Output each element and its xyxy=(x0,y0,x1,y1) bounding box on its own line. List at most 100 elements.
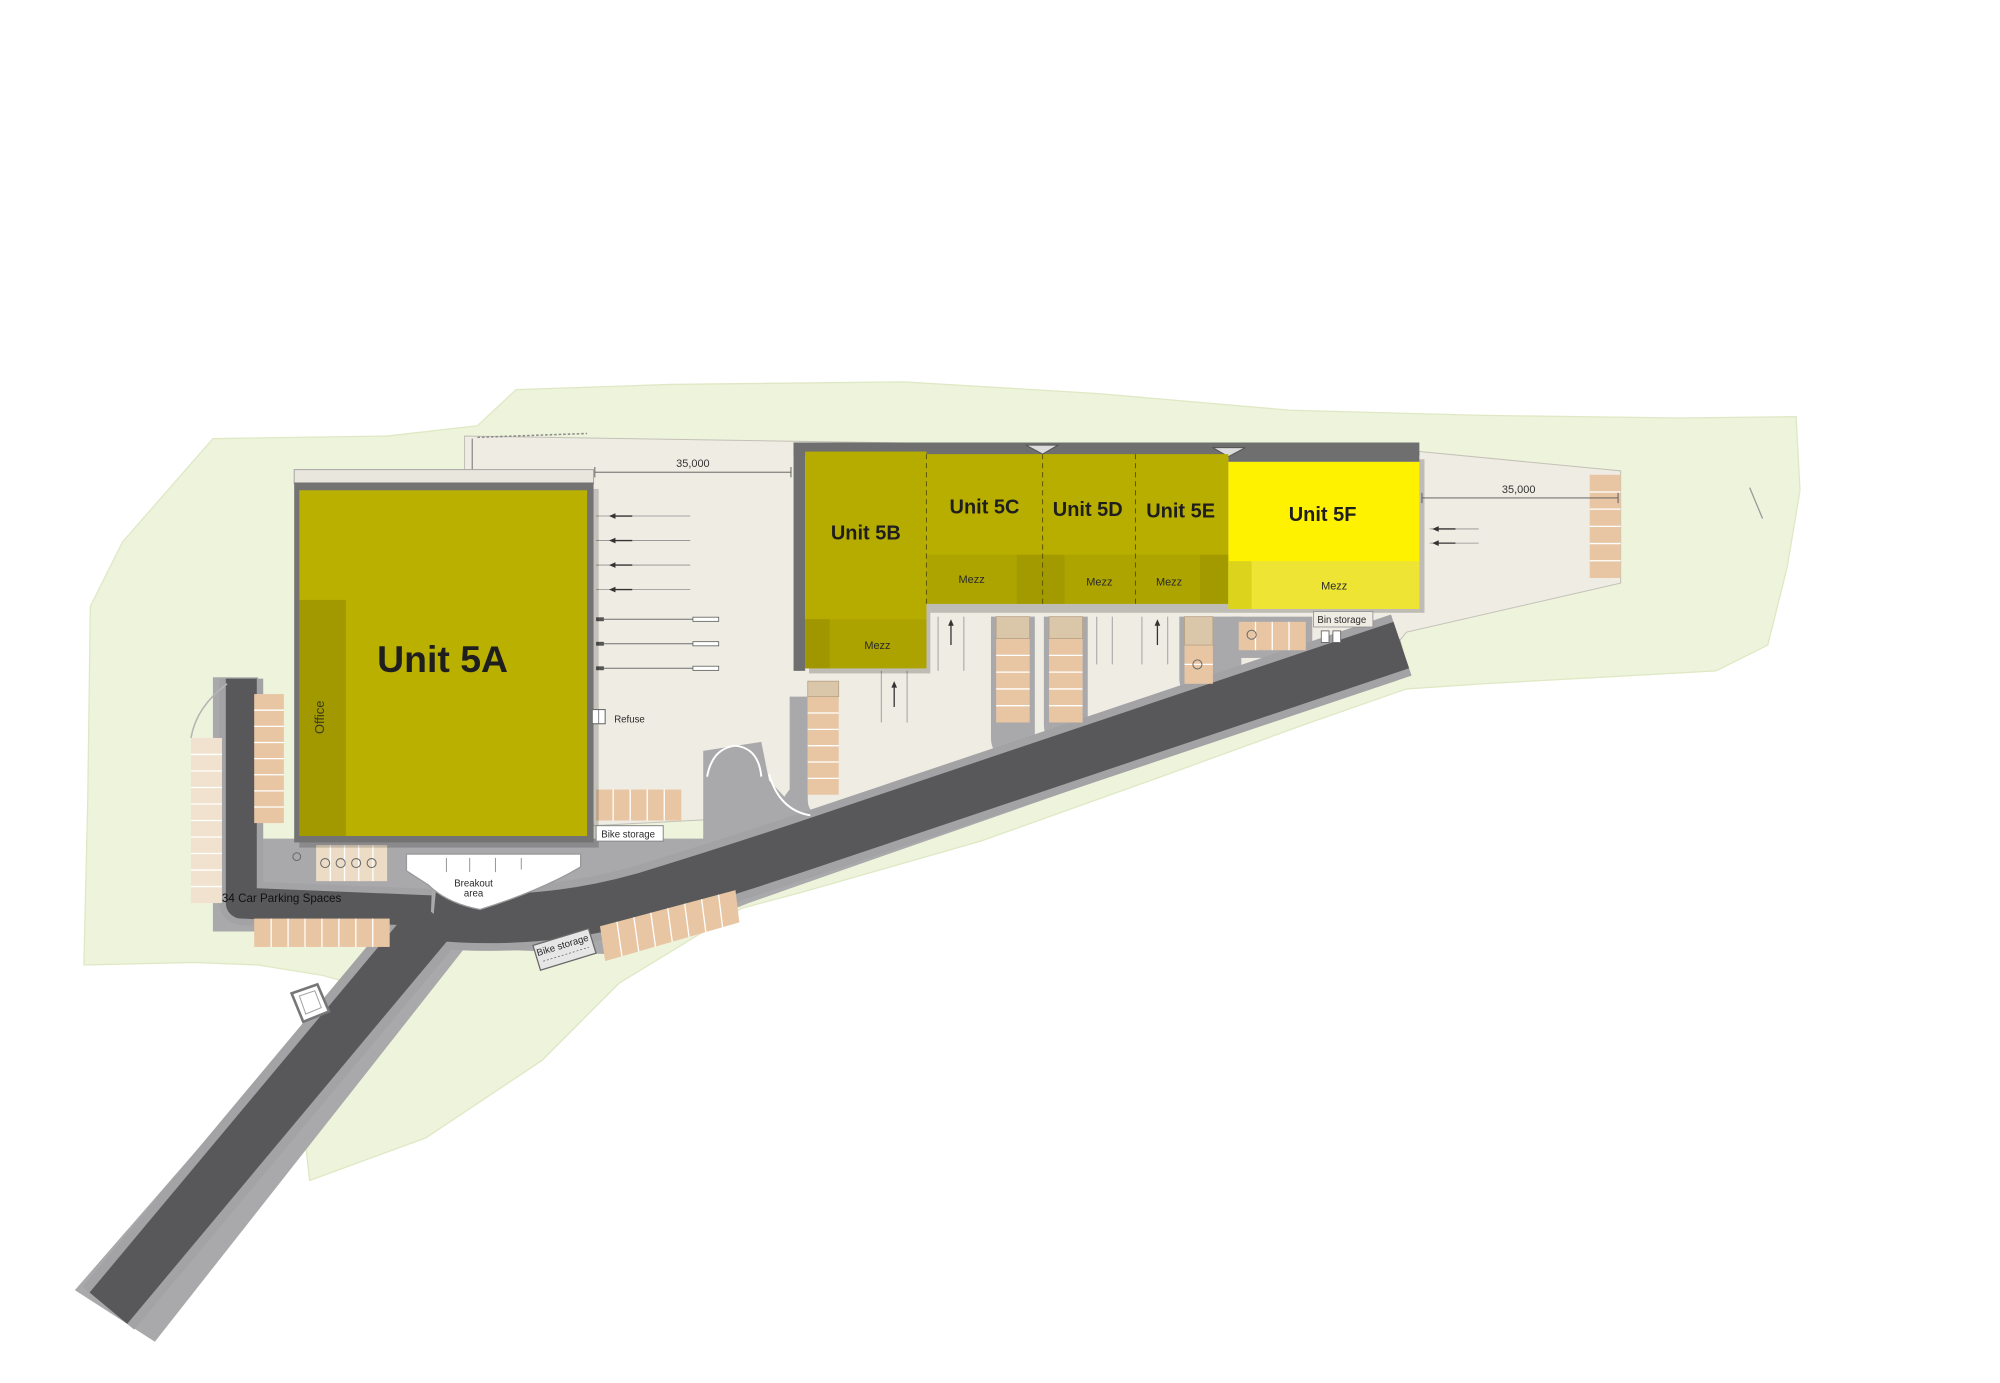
unit-5d-mezz-label: Mezz xyxy=(1086,577,1112,589)
parking-bay-line xyxy=(650,912,657,947)
direction-arrow-head xyxy=(1432,540,1439,546)
unit-5f-frame-top xyxy=(1228,451,1420,462)
bin-storage-label: Bin storage xyxy=(1317,615,1366,626)
estate-road xyxy=(431,621,1410,944)
loading-bay-stop xyxy=(596,666,604,671)
parking-bay-line xyxy=(633,917,640,952)
accessible-bay-icon xyxy=(292,852,302,862)
unit-5d-office xyxy=(1042,554,1065,604)
unit-5b-office xyxy=(805,619,830,669)
direction-arrow-head xyxy=(609,562,616,568)
unit-5f-mezz-label: Mezz xyxy=(1321,581,1347,593)
unit-5b-gate xyxy=(768,773,811,817)
direction-arrow-head xyxy=(948,619,954,626)
direction-arrow-head xyxy=(891,681,898,688)
unit-5d-label: Unit 5D xyxy=(1053,499,1123,521)
ev-charging-icon xyxy=(351,858,362,869)
parking-bay-line xyxy=(684,903,690,938)
direction-arrow-head xyxy=(609,537,616,544)
ev-charging-icon xyxy=(1246,629,1257,640)
unit-5a-office-label: Office xyxy=(312,701,327,734)
unit-5a[interactable]: Unit 5A Office xyxy=(299,490,588,836)
breakout-label-line1: Breakout xyxy=(454,878,493,889)
unit-5c-mezz-label: Mezz xyxy=(959,574,985,586)
units-frame-side xyxy=(793,442,806,671)
loading-bay-stop xyxy=(596,641,604,646)
parking-bay-line xyxy=(616,921,623,957)
unit-5a-office xyxy=(299,599,346,836)
bike-storage-yard xyxy=(595,825,664,842)
unit-5e-label: Unit 5E xyxy=(1146,500,1215,522)
hatched-strip xyxy=(807,680,840,698)
unit-5b[interactable]: Unit 5B Mezz xyxy=(805,451,927,669)
unit-5e[interactable]: Unit 5E Mezz xyxy=(1135,454,1229,604)
unit-5d[interactable]: Unit 5D Mezz xyxy=(1042,454,1136,604)
unit-5c-label: Unit 5C xyxy=(950,496,1020,518)
breakout-area xyxy=(405,853,582,911)
unit-5e-office xyxy=(1200,554,1229,604)
parking-bays xyxy=(190,474,1621,962)
unit-dividers xyxy=(925,454,1136,607)
entrance-marker xyxy=(1210,447,1246,458)
bin-icon xyxy=(1320,630,1330,643)
unit-5a-floor[interactable] xyxy=(299,490,588,836)
parking-bay-line xyxy=(667,908,673,942)
bike-storage-road: Bike storage xyxy=(532,927,597,971)
loading-bay-buffer xyxy=(692,665,720,671)
loading-bay-buffer xyxy=(692,616,720,622)
parking-bay-row xyxy=(996,638,1030,723)
bike-rack xyxy=(543,946,589,962)
unit-5f-label: Unit 5F xyxy=(1289,504,1357,526)
yard-gate xyxy=(706,744,763,777)
hatched-strip xyxy=(995,616,1031,639)
unit-5c-office xyxy=(1016,554,1043,604)
ev-charging-icon xyxy=(366,858,377,869)
breakout-label-line2: area xyxy=(464,889,484,900)
unit-5e-mezz-label: Mezz xyxy=(1156,577,1182,589)
unit-5a-canopy xyxy=(293,469,595,485)
loading-bay-stop xyxy=(596,617,604,622)
hatched-strip xyxy=(1048,616,1083,639)
boundary-fence xyxy=(477,432,588,439)
parking-spaces-label: 34 Car Parking Spaces xyxy=(222,892,342,905)
ev-charging-icon xyxy=(320,858,331,869)
hatched-strip xyxy=(1184,616,1214,646)
bin-icon xyxy=(1332,630,1342,643)
direction-arrow-head xyxy=(609,513,616,519)
parking-bay-line xyxy=(700,899,707,933)
north-tick xyxy=(1749,487,1764,519)
access-road xyxy=(89,900,455,1324)
parking-bay-row xyxy=(1049,638,1083,723)
yard-markings xyxy=(596,513,1479,723)
parking-bay-row xyxy=(596,789,682,821)
loading-bay-buffer xyxy=(692,641,720,647)
unit-5c[interactable]: Unit 5C Mezz xyxy=(926,454,1043,604)
breakout-benches xyxy=(445,857,522,873)
car-park-edge xyxy=(190,683,228,739)
car-park-road xyxy=(225,678,432,927)
dimension-label: 35,000 xyxy=(676,458,710,470)
unit-5f[interactable]: Unit 5F Mezz xyxy=(1228,461,1420,609)
ev-charging-icon xyxy=(1192,659,1203,670)
kiosk-square-inner xyxy=(298,990,322,1015)
dimension-yard-5a xyxy=(594,467,792,478)
direction-arrow-head xyxy=(1432,526,1439,532)
dimension-yard-5f xyxy=(1421,492,1619,504)
parking-bay-line xyxy=(717,894,724,928)
bin-storage xyxy=(1313,611,1374,628)
bike-storage-yard-label: Bike storage xyxy=(601,829,655,840)
kiosk-square xyxy=(289,982,331,1024)
dimension-label: 35,000 xyxy=(1502,484,1536,496)
unit-5b-label: Unit 5B xyxy=(831,522,901,544)
refuse-label: Refuse xyxy=(614,714,645,725)
entrance-marker xyxy=(1025,444,1060,455)
unit-5a-label: Unit 5A xyxy=(377,638,508,680)
direction-arrow-head xyxy=(609,586,616,593)
unit-5b-mezz-label: Mezz xyxy=(864,640,890,652)
unit-5f-office xyxy=(1228,561,1252,609)
unit-5f-mezzanine xyxy=(1228,561,1420,609)
direction-arrow-head xyxy=(1154,619,1161,626)
unit-5b-access-pavement xyxy=(774,696,839,821)
ev-charging-icon xyxy=(335,858,346,869)
